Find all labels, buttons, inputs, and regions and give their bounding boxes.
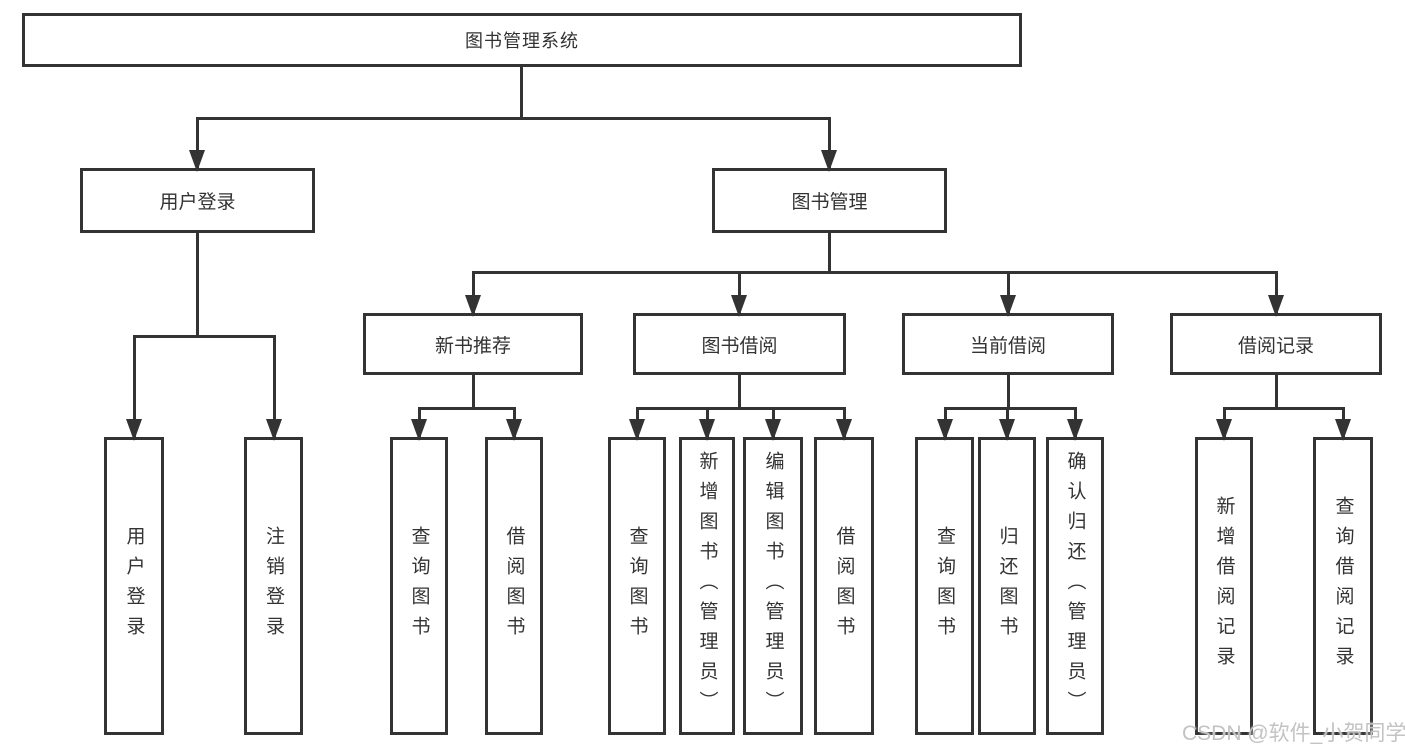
leaf-edit-books-admin: 编辑图书（管理员） (743, 437, 803, 735)
arrowhead-user-login-icon (189, 150, 205, 172)
arrowhead-leaf-add-books-admin-icon (699, 419, 715, 441)
leaf-return-books-label: 归还图书 (996, 526, 1018, 646)
node-new-book-recommendation-label: 新书推荐 (434, 335, 511, 357)
connector-book-management-rail (473, 271, 1277, 274)
node-current-borrowing: 当前借阅 (902, 313, 1114, 375)
connector-to-current-borrowing (1007, 271, 1010, 313)
connector-to-leaf-logout (273, 335, 276, 437)
leaf-query-books-current-label: 查询图书 (934, 526, 955, 646)
connector-book-management-stem (828, 233, 831, 271)
arrowhead-leaf-query-books-current-icon (937, 419, 953, 441)
leaf-query-borrow-record: 查询借阅记录 (1313, 437, 1373, 735)
leaf-user-login: 用户登录 (104, 437, 164, 735)
connector-to-user-login (196, 117, 199, 168)
leaf-borrow-books-label: 借阅图书 (833, 526, 855, 646)
arrowhead-book-management-icon (821, 150, 837, 172)
connector-to-book-borrowing (738, 271, 741, 313)
connector-root-rail (197, 117, 831, 120)
leaf-query-books-borrowing: 查询图书 (608, 437, 666, 735)
connector-book-borrowing-rail (637, 407, 845, 410)
leaf-borrow-books-recommend-label: 借阅图书 (503, 526, 525, 646)
node-new-book-recommendation: 新书推荐 (363, 313, 583, 375)
connector-borrowing-records-stem (1275, 375, 1278, 407)
connector-to-borrowing-records (1275, 271, 1278, 313)
leaf-edit-books-admin-label: 编辑图书（管理员） (762, 451, 784, 721)
arrowhead-leaf-borrow-books-recommend-icon (506, 419, 522, 441)
leaf-confirm-return-admin: 确认归还（管理员） (1046, 437, 1104, 735)
node-book-management: 图书管理 (712, 168, 947, 233)
node-library-system: 图书管理系统 (22, 13, 1022, 67)
arrowhead-leaf-return-books-icon (999, 419, 1015, 441)
node-borrowing-records-label: 借阅记录 (1237, 335, 1314, 357)
connector-borrowing-records-rail (1224, 407, 1344, 410)
arrowhead-book-borrowing-icon (731, 295, 747, 317)
leaf-add-borrow-record: 新增借阅记录 (1195, 437, 1253, 735)
arrowhead-leaf-query-borrow-record-icon (1335, 419, 1351, 441)
leaf-query-books-borrowing-label: 查询图书 (626, 526, 648, 646)
leaf-logout-label: 注销登录 (263, 526, 284, 646)
arrowhead-leaf-borrow-books-icon (836, 419, 852, 441)
connector-current-borrowing-stem (1007, 375, 1010, 407)
arrowhead-leaf-user-login-icon (126, 419, 142, 441)
leaf-borrow-books: 借阅图书 (814, 437, 874, 735)
arrowhead-leaf-confirm-return-admin-icon (1067, 419, 1083, 441)
connector-current-borrowing-rail (945, 407, 1075, 410)
arrowhead-leaf-query-books-recommend-icon (411, 419, 427, 441)
node-current-borrowing-label: 当前借阅 (969, 335, 1046, 357)
connector-user-login-rail (134, 335, 275, 338)
leaf-user-login-label: 用户登录 (123, 526, 145, 646)
arrowhead-current-borrowing-icon (1000, 295, 1016, 317)
connector-to-leaf-user-login (133, 335, 136, 437)
leaf-confirm-return-admin-label: 确认归还（管理员） (1064, 451, 1086, 721)
leaf-borrow-books-recommend: 借阅图书 (485, 437, 543, 735)
leaf-add-books-admin: 新增图书（管理员） (679, 437, 735, 735)
watermark: CSDN @软件_小贺同学 (1182, 722, 1405, 745)
connector-new-book-recommendation-stem (472, 375, 475, 407)
node-library-system-label: 图书管理系统 (465, 31, 579, 51)
arrowhead-leaf-edit-books-admin-icon (765, 419, 781, 441)
node-book-borrowing-label: 图书借阅 (701, 335, 778, 357)
node-user-login: 用户登录 (80, 168, 315, 233)
leaf-query-books-recommend: 查询图书 (390, 437, 448, 735)
arrowhead-leaf-query-books-borrowing-icon (629, 419, 645, 441)
connector-user-login-stem (196, 233, 199, 335)
arrowhead-new-book-recommendation-icon (465, 295, 481, 317)
connector-new-book-recommendation-rail (419, 407, 515, 410)
node-user-login-label: 用户登录 (159, 192, 236, 213)
arrowhead-borrowing-records-icon (1268, 295, 1284, 317)
arrowhead-leaf-logout-icon (266, 419, 282, 441)
leaf-query-books-current: 查询图书 (915, 437, 974, 735)
leaf-return-books: 归还图书 (978, 437, 1036, 735)
arrowhead-leaf-add-borrow-record-icon (1216, 419, 1232, 441)
leaf-add-books-admin-label: 新增图书（管理员） (696, 451, 718, 721)
node-book-management-label: 图书管理 (791, 192, 868, 213)
leaf-logout: 注销登录 (244, 437, 303, 735)
node-borrowing-records: 借阅记录 (1170, 313, 1382, 375)
node-book-borrowing: 图书借阅 (633, 313, 846, 375)
connector-to-book-management (828, 117, 831, 168)
leaf-query-borrow-record-label: 查询借阅记录 (1332, 496, 1354, 676)
connector-book-borrowing-stem (738, 375, 741, 407)
connector-to-new-book-recommendation (472, 271, 475, 313)
connector-root-stem (520, 67, 523, 117)
leaf-add-borrow-record-label: 新增借阅记录 (1213, 496, 1235, 676)
leaf-query-books-recommend-label: 查询图书 (408, 526, 430, 646)
